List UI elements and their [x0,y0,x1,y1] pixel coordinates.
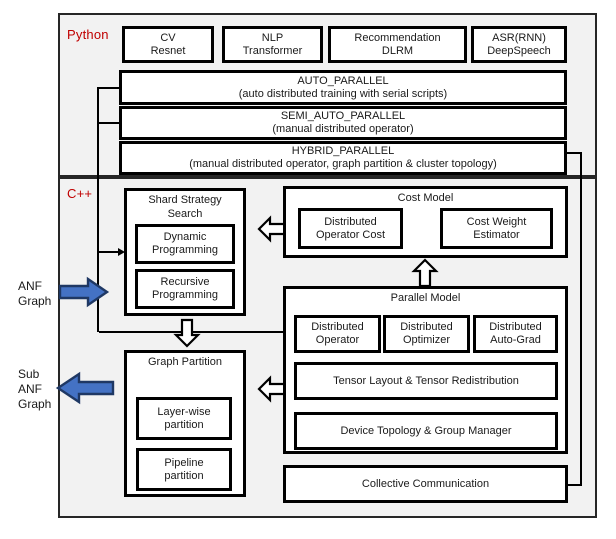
distributed-operator-line2: Operator [315,334,360,346]
cost-item-cost-weight-estimator: Cost Weight Estimator [440,208,553,249]
model-nlp-line1: NLP [261,31,284,44]
parallel-item-distributed-auto-grad: Distributed Auto-Grad [473,315,558,353]
connector-to-shard-strategy [99,251,119,253]
distributed-optimizer-line2: Optimizer [402,334,451,346]
mode-box-hybrid-parallel: HYBRID_PARALLEL (manual distributed oper… [119,141,567,175]
parallel-model-title: Parallel Model [390,292,461,304]
mode-semi-auto-parallel-name: SEMI_AUTO_PARALLEL [280,110,406,123]
blue-arrow-output-sub-anf-graph [55,371,115,405]
sub-anf-graph-line1: Sub [18,367,40,381]
parallel-item-tensor-layout: Tensor Layout & Tensor Redistribution [294,362,558,400]
collective-communication-box: Collective Communication [283,465,568,503]
mode-semi-auto-parallel-desc: (manual distributed operator) [272,123,414,135]
model-box-cv: CV Resnet [122,26,214,63]
cpp-panel-label: C++ [67,186,93,201]
recursive-programming-line1: Recursive [160,276,210,289]
blue-arrow-input-anf-graph [58,276,110,308]
pipeline-line2: partition [164,469,204,482]
shard-strategy-title-line2: Search [167,208,203,220]
partition-item-layer-wise: Layer-wise partition [136,397,232,440]
anf-graph-line2: Graph [18,294,52,308]
model-recommendation-line2: DLRM [381,44,414,57]
device-topology-label: Device Topology & Group Manager [340,424,512,437]
shard-strategy-title-line1: Shard Strategy [148,194,222,206]
layer-wise-line1: Layer-wise [157,405,211,418]
dynamic-programming-line2: Programming [151,244,219,256]
parallel-item-distributed-optimizer: Distributed Optimizer [383,315,470,353]
recursive-programming-line2: Programming [151,289,219,301]
graph-partition-title: Graph Partition [148,356,222,368]
distributed-operator-line1: Distributed [311,321,364,334]
distributed-operator-cost-line2: Operator Cost [315,228,386,241]
sub-anf-graph-line3: Graph [18,397,52,411]
model-box-recommendation: Recommendation DLRM [328,26,467,63]
distributed-operator-cost-line1: Distributed [324,215,377,228]
model-asr-line1: ASR(RNN) [492,31,546,44]
model-cv-line1: CV [160,31,176,44]
distributed-auto-grad-line1: Distributed [489,321,542,334]
model-box-nlp: NLP Transformer [222,26,323,63]
sub-anf-graph-line2: ANF [18,382,42,396]
hollow-arrow-up-parallel-to-cost [411,258,439,288]
connector-left-vertical [97,87,99,332]
model-recommendation-line1: Recommendation [354,31,441,44]
cost-weight-estimator-line2: Estimator [473,228,520,241]
output-label-sub-anf-graph: Sub ANF Graph [18,367,51,412]
collective-communication-label: Collective Communication [361,477,490,490]
model-cv-line2: Resnet [150,44,186,57]
shard-item-dynamic-programming: Dynamic Programming [135,224,235,264]
cost-weight-estimator-line1: Cost Weight [466,215,527,228]
parallel-item-device-topology: Device Topology & Group Manager [294,412,558,450]
cost-item-distributed-operator-cost: Distributed Operator Cost [298,208,403,249]
connector-auto-parallel-stub [97,87,121,89]
mode-auto-parallel-desc: (auto distributed training with serial s… [238,87,448,100]
cost-model-title: Cost Model [397,192,454,204]
connector-to-collective-communication [566,484,582,486]
tensor-layout-label: Tensor Layout & Tensor Redistribution [333,374,519,387]
anf-graph-line1: ANF [18,279,42,293]
connector-hybrid-stub [567,152,582,154]
parallel-item-distributed-operator: Distributed Operator [294,315,381,353]
distributed-auto-grad-line2: Auto-Grad [490,334,541,346]
pipeline-line1: Pipeline [164,456,204,469]
partition-item-pipeline: Pipeline partition [136,448,232,491]
mode-hybrid-parallel-desc: (manual distributed operator, graph part… [189,158,497,170]
connector-right-vertical [580,152,582,486]
python-panel-label: Python [67,27,109,42]
arrowhead-to-shard-strategy [118,248,125,256]
mode-auto-parallel-name: AUTO_PARALLEL [297,74,389,87]
model-box-asr: ASR(RNN) DeepSpeech [471,26,567,63]
shard-item-recursive-programming: Recursive Programming [135,269,235,309]
hollow-arrow-down-shard-to-partition [173,318,201,348]
distributed-optimizer-line1: Distributed [400,321,453,334]
connector-semi-auto-parallel-stub [97,122,121,124]
layer-wise-line2: partition [164,418,204,431]
model-asr-line2: DeepSpeech [487,44,551,57]
model-nlp-line2: Transformer [242,44,303,57]
input-label-anf-graph: ANF Graph [18,279,51,309]
mode-hybrid-parallel-name: HYBRID_PARALLEL [291,145,395,158]
dynamic-programming-line1: Dynamic [163,231,207,244]
mode-box-semi-auto-parallel: SEMI_AUTO_PARALLEL (manual distributed o… [119,106,567,140]
mode-box-auto-parallel: AUTO_PARALLEL (auto distributed training… [119,70,567,105]
